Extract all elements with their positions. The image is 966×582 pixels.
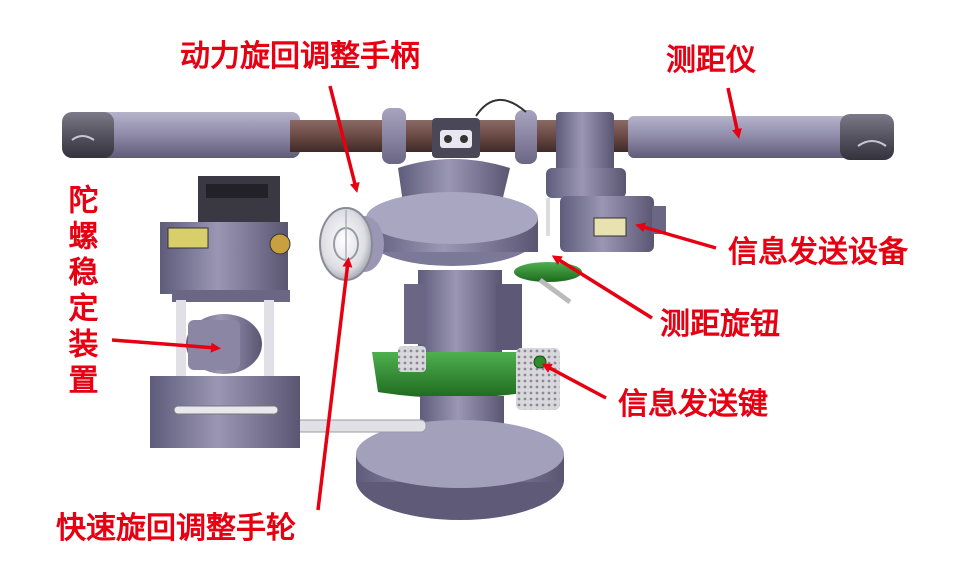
label-transmit-key: 信息发送键: [618, 387, 768, 422]
arrow-quick-wheel: [316, 257, 353, 511]
pedestal: [295, 159, 564, 520]
label-gyro: 陀螺稳定装置: [62, 184, 98, 400]
arrow-transmit-key: [541, 363, 607, 400]
label-quick-wheel: 快速旋回调整手轮: [56, 511, 296, 546]
arrow-gyro: [111, 338, 221, 353]
arrow-range-knob: [551, 255, 653, 320]
label-transmit-device: 信息发送设备: [728, 235, 908, 270]
gyro-unit: [150, 176, 300, 448]
label-power-handle: 动力旋回调整手柄: [180, 39, 420, 74]
arrow-power-handle: [328, 85, 360, 193]
transmit-device: [514, 168, 666, 305]
arrow-transmit-device: [635, 222, 717, 250]
label-range-knob: 测距旋钮: [660, 307, 780, 342]
callout-arrows: [111, 85, 742, 511]
label-rangefinder: 测距仪: [666, 43, 756, 78]
arrow-rangefinder: [726, 87, 742, 139]
